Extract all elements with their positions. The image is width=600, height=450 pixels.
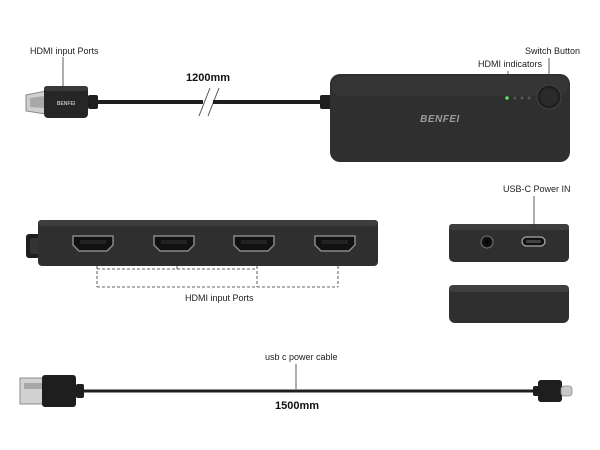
hdmi-port-2[interactable] <box>153 235 195 252</box>
leader-hdmi-ports <box>96 256 339 288</box>
side-view-blank <box>449 285 569 323</box>
hub-front-body <box>38 220 378 266</box>
label-hdmi-indicators: HDMI indicators <box>478 59 543 69</box>
hdmi-indicator-3 <box>520 96 524 100</box>
usb-power-cable <box>19 364 573 407</box>
hdmi-indicator-1 <box>505 96 509 100</box>
hdmi-port-1[interactable] <box>72 235 114 252</box>
label-usbc-power-in: USB-C Power IN <box>503 184 571 194</box>
usb-a-connector <box>19 377 45 405</box>
label-switch-button: Switch Button <box>525 46 581 56</box>
top-view: BENFEI BENFEI <box>25 57 570 162</box>
hdmi-indicator-2 <box>513 96 517 100</box>
dimension-usb-cable-length: 1500mm <box>275 400 320 412</box>
label-hdmi-input-ports-top: HDMI input Ports <box>30 46 99 56</box>
label-hdmi-input-ports: HDMI input Ports <box>185 293 254 303</box>
front-view <box>26 220 378 288</box>
side-view-usbc <box>449 196 569 262</box>
hdmi-indicator-4 <box>527 96 531 100</box>
hdmi-plug-brand: BENFEI <box>57 101 76 107</box>
hdmi-plug-body <box>44 86 88 118</box>
hdmi-port-4[interactable] <box>314 235 356 252</box>
hdmi-port-3[interactable] <box>233 235 275 252</box>
dimension-hdmi-cable-length: 1200mm <box>186 72 231 84</box>
label-usb-power-cable: usb c power cable <box>265 352 338 362</box>
hub-brand-logo: BENFEI <box>420 114 460 125</box>
usb-c-plug <box>538 380 562 402</box>
